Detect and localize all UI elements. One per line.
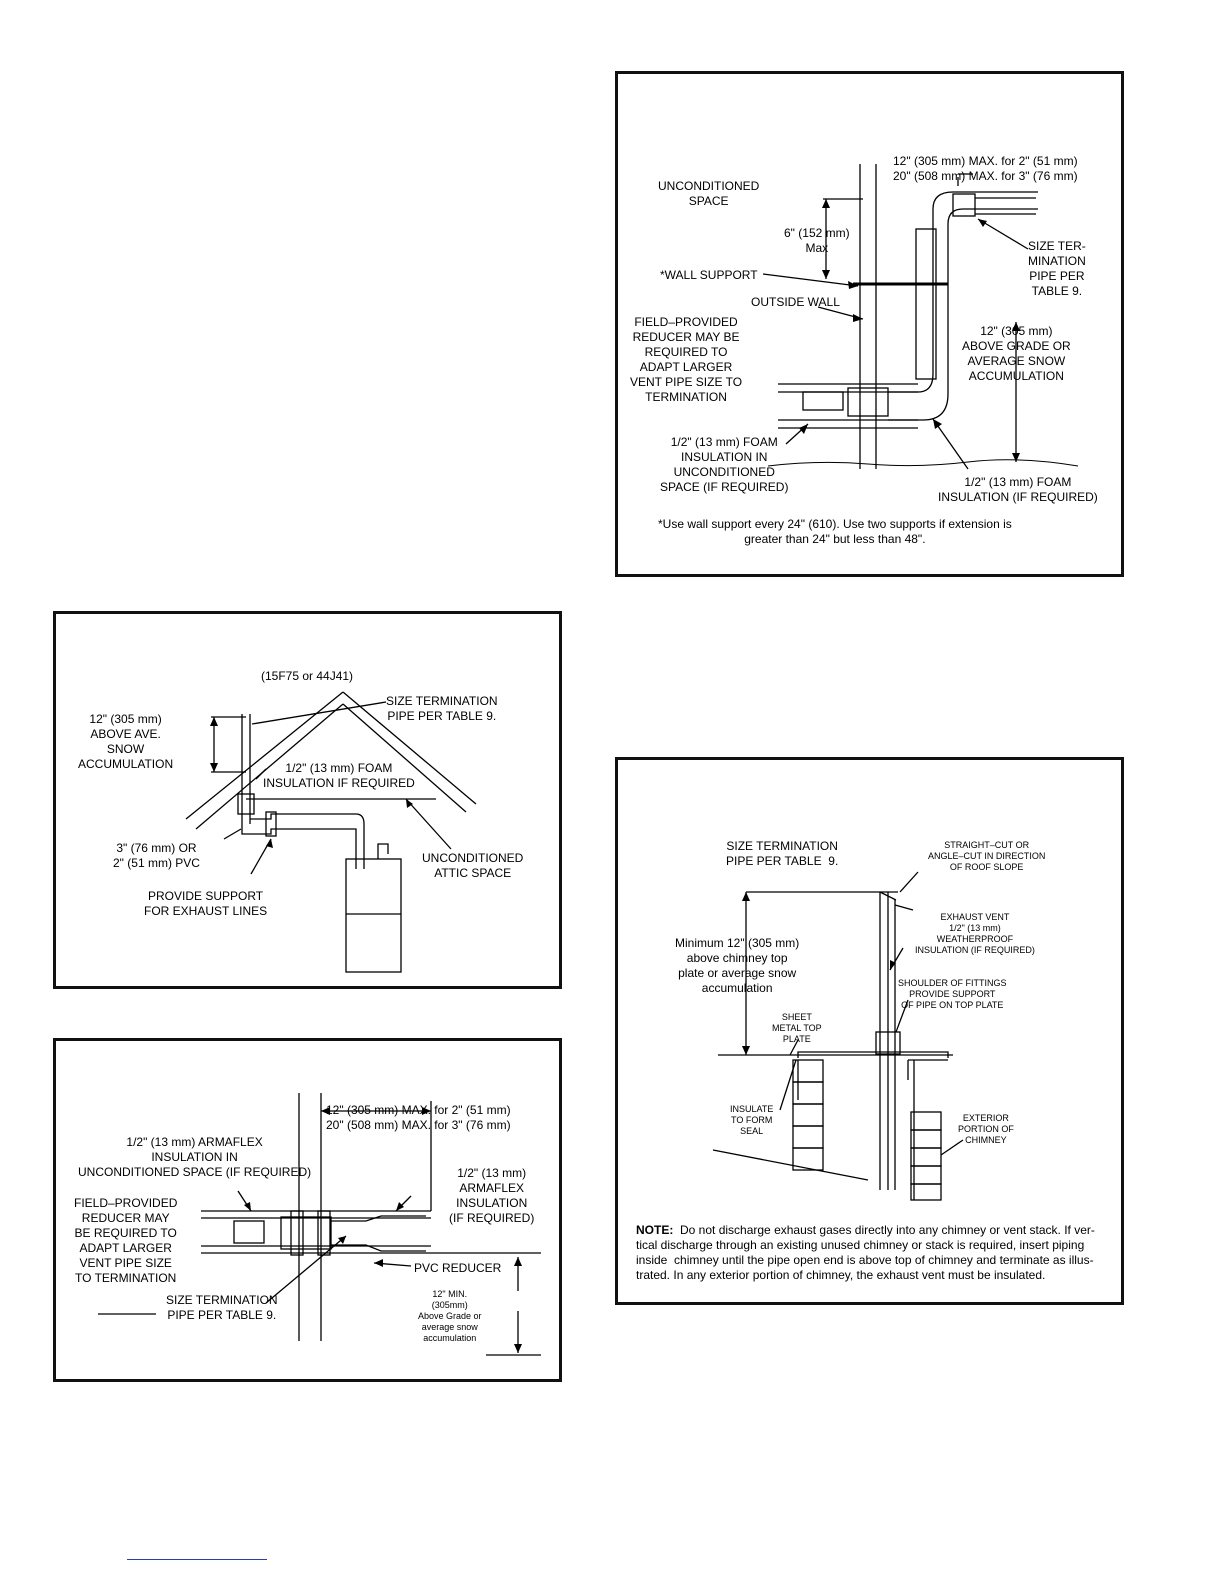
six-inch-max-label: 6" (152 mm) Max — [784, 226, 850, 255]
size-termination-label: SIZE TER- MINATION PIPE PER TABLE 9. — [1028, 239, 1086, 298]
chimney-drawing — [712, 871, 964, 1201]
unconditioned-space-label: UNCONDITIONED SPACE — [658, 179, 760, 208]
unconditioned-attic-label: UNCONDITIONED ATTIC SPACE — [422, 851, 524, 880]
support-label: PROVIDE SUPPORT FOR EXHAUST LINES — [144, 889, 268, 918]
foam-insulation-label: 1/2" (13 mm) FOAM INSULATION (IF REQUIRE… — [938, 475, 1098, 504]
chimney-note: NOTE: Do not discharge exhaust gases dir… — [636, 1223, 1111, 1283]
above-grade-label: 12" (305 mm) ABOVE GRADE OR AVERAGE SNOW… — [962, 324, 1071, 383]
pvc-label: 3" (76 mm) OR 2" (51 mm) PVC — [113, 841, 200, 870]
sheet-metal-plate-label: SHEET METAL TOP PLATE — [772, 1012, 822, 1044]
figure-outside-wall-vent: 12" (305 mm) MAX. for 2" (51 mm) 20" (50… — [615, 71, 1124, 577]
exhaust-vent-label: EXHAUST VENT 1/2" (13 mm) WEATHERPROOF I… — [915, 912, 1035, 955]
armaflex-unconditioned-label: 1/2" (13 mm) ARMAFLEX INSULATION IN UNCO… — [78, 1135, 312, 1179]
above-snow-label: 12" (305 mm) ABOVE AVE. SNOW ACCUMULATIO… — [78, 712, 174, 771]
outside-wall-label: OUTSIDE WALL — [751, 295, 840, 309]
figure-attic-vent: (15F75 or 44J41) SIZE TERMINATION PIPE P… — [53, 611, 562, 989]
foam-insulation-label: 1/2" (13 mm) FOAM INSULATION IF REQUIRED — [263, 761, 415, 790]
note-text: Do not discharge exhaust gases directly … — [636, 1223, 1095, 1282]
figure-wall-vent: 12" (305 mm) MAX. for 2" (51 mm) 20" (50… — [53, 1038, 562, 1382]
attic-drawing — [185, 691, 477, 973]
size-termination-label: SIZE TERMINATION PIPE PER TABLE 9. — [726, 839, 839, 868]
wall-support-label: *WALL SUPPORT — [660, 268, 758, 282]
note-label: NOTE: — [636, 1223, 674, 1237]
exterior-chimney-label: EXTERIOR PORTION OF CHIMNEY — [958, 1113, 1014, 1145]
armaflex-label: 1/2" (13 mm) ARMAFLEX INSULATION (IF REQ… — [449, 1166, 535, 1225]
pvc-reducer-label: PVC REDUCER — [414, 1261, 502, 1275]
model-label: (15F75 or 44J41) — [261, 669, 354, 683]
straight-cut-label: STRAIGHT–CUT OR ANGLE–CUT IN DIRECTION O… — [928, 840, 1046, 872]
size-termination-label: SIZE TERMINATION PIPE PER TABLE 9. — [386, 694, 498, 723]
minimum-height-label: Minimum 12" (305 mm) above chimney top p… — [675, 936, 800, 995]
min-above-grade-label: 12" MIN. (305mm) Above Grade or average … — [418, 1289, 482, 1343]
figure-chimney-vent: SIZE TERMINATION PIPE PER TABLE 9. STRAI… — [615, 757, 1124, 1305]
max-length-label: 12" (305 mm) MAX. for 2" (51 mm) 20" (50… — [893, 154, 1078, 183]
wall-drawing — [98, 1093, 541, 1356]
foam-unconditioned-label: 1/2" (13 mm) FOAM INSULATION IN UNCONDIT… — [660, 435, 789, 494]
shoulder-fittings-label: SHOULDER OF FITTINGS PROVIDE SUPPORT OF … — [898, 978, 1007, 1010]
footer-rule — [127, 1559, 267, 1560]
size-termination-label: SIZE TERMINATION PIPE PER TABLE 9. — [166, 1293, 278, 1322]
outside-wall-drawing — [762, 164, 1079, 470]
reducer-label: FIELD–PROVIDED REDUCER MAY BE REQUIRED T… — [74, 1196, 178, 1285]
insulate-seal-label: INSULATE TO FORM SEAL — [730, 1104, 774, 1136]
reducer-label: FIELD–PROVIDED REDUCER MAY BE REQUIRED T… — [630, 315, 743, 404]
wall-support-footnote: *Use wall support every 24" (610). Use t… — [658, 517, 1012, 546]
max-length-label: 12" (305 mm) MAX. for 2" (51 mm) 20" (50… — [326, 1103, 511, 1132]
